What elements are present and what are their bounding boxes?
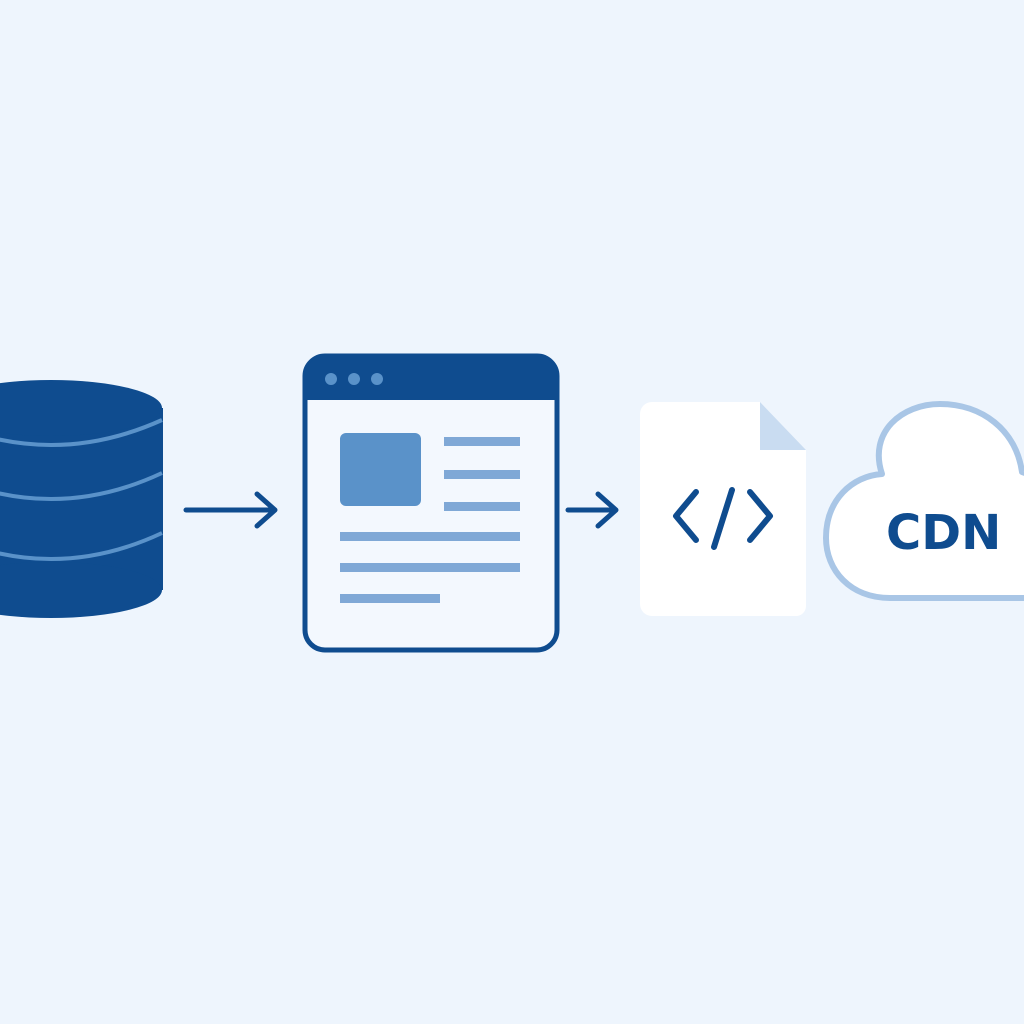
- database-icon: [0, 380, 163, 618]
- cdn-label: CDN: [886, 505, 1001, 561]
- code-file-icon: [640, 402, 806, 616]
- arrow-right-icon: [183, 491, 278, 529]
- arrow-right-icon: [565, 491, 619, 529]
- cloud-icon: CDN: [823, 401, 1024, 601]
- browser-window-icon: [302, 353, 560, 653]
